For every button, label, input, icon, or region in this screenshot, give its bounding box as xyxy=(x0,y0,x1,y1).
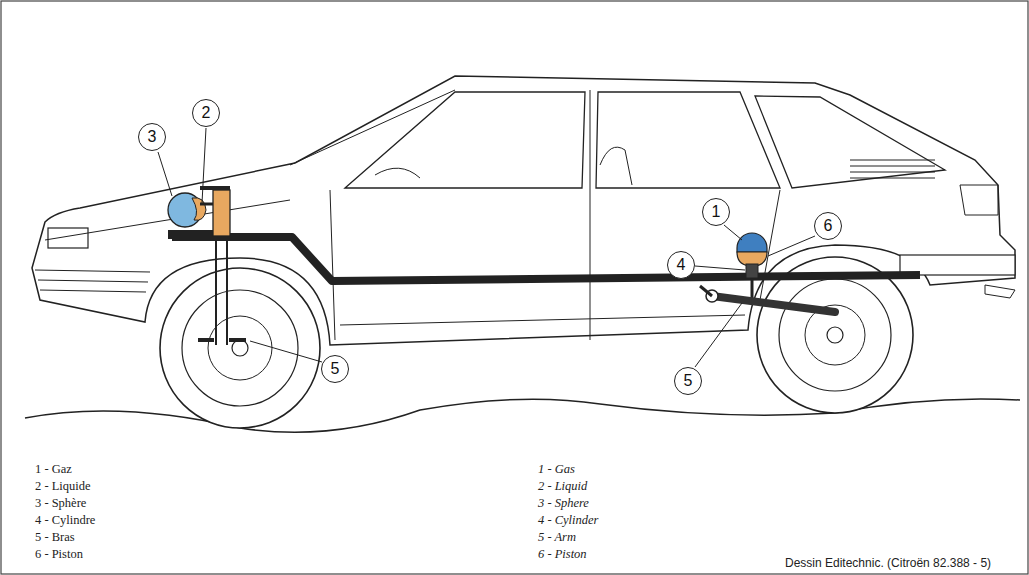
vent-lines xyxy=(850,160,935,178)
sill-line xyxy=(340,315,745,325)
credit-note: Dessin Editechnic. (Citroën 82.388 - 5) xyxy=(785,557,991,569)
chassis-bar xyxy=(172,237,920,281)
quarter-window xyxy=(755,96,945,188)
legend-line: 5 - Arm xyxy=(538,531,576,544)
legend-line: 6 - Piston xyxy=(35,548,83,561)
legend-line: 4 - Cylindre xyxy=(35,514,95,527)
leader-lines xyxy=(158,128,815,367)
front-wheel xyxy=(160,268,320,428)
callout-circle: 5 xyxy=(674,367,702,395)
callout-circle: 1 xyxy=(702,198,730,226)
callout-number: 3 xyxy=(148,129,157,145)
callout-number: 5 xyxy=(331,361,340,377)
rear-window xyxy=(596,92,780,188)
legend-line: 1 - Gaz xyxy=(35,463,72,476)
legend-line: 3 - Sphere xyxy=(538,497,589,510)
windshield-line xyxy=(290,90,455,165)
exhaust xyxy=(985,285,1015,298)
callout-circle: 5 xyxy=(321,355,349,383)
legend-line: 3 - Sphère xyxy=(35,497,86,510)
callout-number: 1 xyxy=(712,204,721,220)
legend-line: 2 - Liquide xyxy=(35,480,91,493)
front-suspension xyxy=(168,186,246,345)
callout-number: 5 xyxy=(684,373,693,389)
front-bumper xyxy=(35,270,150,292)
callout-circle: 6 xyxy=(814,212,842,240)
callout-circle: 2 xyxy=(192,99,220,127)
legend-line: 6 - Piston xyxy=(538,548,587,561)
callout-circle: 4 xyxy=(667,251,695,279)
legend-line: 1 - Gas xyxy=(538,463,575,476)
callout-number: 6 xyxy=(824,218,833,234)
callout-number: 4 xyxy=(677,257,686,273)
tail-light xyxy=(960,185,998,215)
interior-lines xyxy=(375,147,632,185)
callout-number: 2 xyxy=(202,105,211,121)
legend-line: 2 - Liquid xyxy=(538,480,587,493)
legend-line: 5 - Bras xyxy=(35,531,75,544)
headlight xyxy=(48,228,88,248)
callout-circle: 3 xyxy=(138,123,166,151)
door-lines xyxy=(45,90,780,340)
front-window xyxy=(345,92,585,188)
legend-line: 4 - Cylinder xyxy=(538,514,598,527)
rear-suspension xyxy=(700,233,835,312)
